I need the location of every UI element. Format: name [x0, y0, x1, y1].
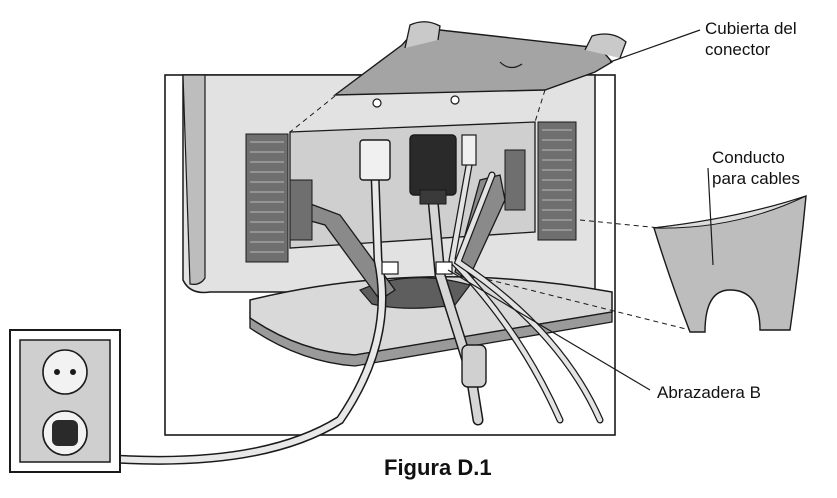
- left-vent-grille: [245, 133, 289, 263]
- power-plug: [359, 139, 391, 181]
- clamp-b-left: [381, 261, 399, 275]
- figure-caption: Figura D.1: [384, 455, 492, 480]
- monitor-back: [182, 74, 596, 294]
- label-line: para cables: [712, 169, 800, 188]
- outlet-top: [42, 349, 88, 395]
- label-line: Conducto: [712, 148, 785, 167]
- right-hinge: [504, 149, 526, 211]
- label-line: Cubierta del: [705, 19, 797, 38]
- audio-plug: [461, 134, 477, 166]
- label-cable-duct: Conducto para cables: [712, 147, 800, 189]
- label-connector-cover: Cubierta del conector: [705, 18, 797, 60]
- left-hinge: [289, 179, 313, 241]
- wall-outlet: [9, 329, 121, 473]
- screw-hole-right: [450, 95, 460, 105]
- label-line: Abrazadera B: [657, 383, 761, 402]
- ferrite-core: [461, 344, 487, 388]
- label-line: conector: [705, 40, 771, 59]
- signal-plug: [409, 134, 457, 196]
- clamp-b-right: [435, 261, 453, 275]
- screw-hole-left: [372, 98, 382, 108]
- label-clamp-b: Abrazadera B: [657, 382, 761, 403]
- cables: [95, 156, 604, 465]
